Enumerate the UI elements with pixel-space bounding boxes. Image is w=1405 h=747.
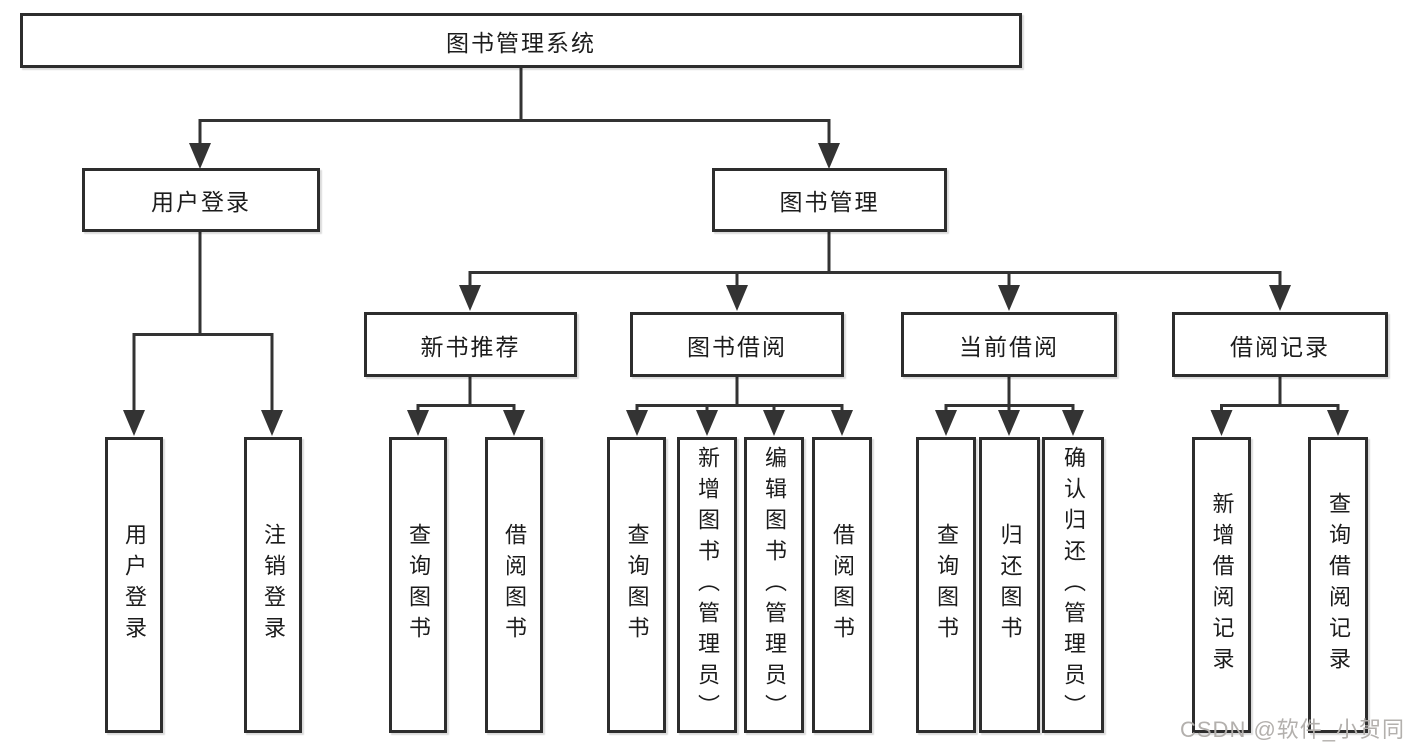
arrowheads-borrow-record-children xyxy=(1210,410,1349,436)
leaf-edit-book-admin: 编辑图书（管理员） xyxy=(744,437,804,733)
leaf-return-book: 归还图书 xyxy=(979,437,1040,733)
arrowheads-user-login-children xyxy=(123,410,283,436)
leaf-query-books-recommend: 查询图书 xyxy=(389,437,447,733)
leaf-logout: 注销登录 xyxy=(244,437,302,733)
connector-borrow-record-children xyxy=(1220,376,1340,414)
leaf-edit-book-admin-label: 编辑图书（管理员） xyxy=(762,445,787,725)
leaf-borrow-books-recommend-label: 借阅图书 xyxy=(502,523,527,647)
node-book-management: 图书管理 xyxy=(712,168,947,232)
csdn-watermark: CSDN @软件_小贺同学 xyxy=(1180,717,1405,742)
node-user-login-label: 用户登录 xyxy=(151,189,251,215)
leaf-borrow-books-2-label: 借阅图书 xyxy=(830,523,855,647)
leaf-query-books-borrow: 查询图书 xyxy=(607,437,666,733)
leaf-confirm-return-admin-label: 确认归还（管理员） xyxy=(1061,445,1086,725)
node-book-management-label: 图书管理 xyxy=(779,189,880,215)
leaf-query-borrow-record-label: 查询借阅记录 xyxy=(1326,492,1351,678)
arrowheads-level2 xyxy=(189,143,840,169)
arrowheads-level3 xyxy=(459,285,1291,311)
connector-current-borrow-children xyxy=(944,376,1075,414)
node-borrowing-records: 借阅记录 xyxy=(1172,312,1388,377)
node-root-label: 图书管理系统 xyxy=(446,29,596,56)
leaf-borrow-books-2: 借阅图书 xyxy=(812,437,872,733)
leaf-query-books-current-label: 查询图书 xyxy=(934,523,959,647)
connector-user-login-children xyxy=(132,232,274,414)
node-current-borrowing-label: 当前借阅 xyxy=(959,333,1059,360)
leaf-confirm-return-admin: 确认归还（管理员） xyxy=(1042,437,1104,733)
node-user-login: 用户登录 xyxy=(82,168,320,232)
leaf-add-borrow-record: 新增借阅记录 xyxy=(1192,437,1251,733)
arrowheads-new-book-children xyxy=(407,410,525,436)
leaf-user-login: 用户登录 xyxy=(105,437,163,733)
node-borrowing-records-label: 借阅记录 xyxy=(1230,333,1330,360)
node-root: 图书管理系统 xyxy=(20,13,1022,68)
leaf-query-books-borrow-label: 查询图书 xyxy=(624,523,650,647)
connector-new-book-children xyxy=(416,376,516,414)
leaf-add-book-admin-label: 新增图书（管理员） xyxy=(695,445,720,725)
arrowheads-book-borrow-children xyxy=(626,410,853,436)
connector-book-borrow-children xyxy=(635,376,844,414)
node-new-book-recommendation-label: 新书推荐 xyxy=(420,333,521,360)
leaf-query-books-current: 查询图书 xyxy=(916,437,976,733)
leaf-query-books-recommend-label: 查询图书 xyxy=(406,523,431,647)
leaf-add-book-admin: 新增图书（管理员） xyxy=(677,437,737,733)
leaf-borrow-books-recommend: 借阅图书 xyxy=(485,437,543,733)
leaf-query-borrow-record: 查询借阅记录 xyxy=(1308,437,1368,733)
node-book-borrowing-label: 图书借阅 xyxy=(687,333,787,360)
leaf-add-borrow-record-label: 新增借阅记录 xyxy=(1209,492,1235,678)
arrowheads-current-borrow-children xyxy=(935,410,1084,436)
leaf-return-book-label: 归还图书 xyxy=(997,523,1023,647)
leaf-user-login-label: 用户登录 xyxy=(122,523,147,647)
node-book-borrowing: 图书借阅 xyxy=(630,312,844,377)
connector-book-mgmt-to-level3 xyxy=(468,231,1282,290)
node-new-book-recommendation: 新书推荐 xyxy=(364,312,577,377)
leaf-logout-label: 注销登录 xyxy=(261,523,286,647)
connector-root-to-level2 xyxy=(198,68,831,147)
node-current-borrowing: 当前借阅 xyxy=(901,312,1117,377)
